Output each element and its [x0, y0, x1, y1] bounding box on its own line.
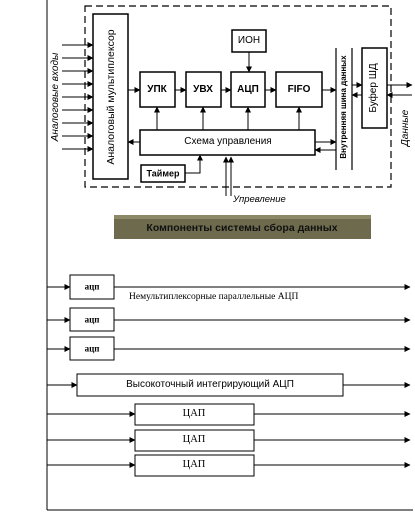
dac-label-1: ЦАП	[182, 407, 206, 419]
control-label: Схема управления	[184, 136, 272, 147]
management-label: Упревление	[233, 194, 286, 205]
caption-text: Компоненты системы сбора данных	[146, 221, 338, 234]
adc-block-2	[69, 307, 115, 332]
adc-short-label-3: ацп	[84, 343, 100, 354]
adc-short-label-1: ацп	[84, 281, 100, 292]
dac-label-2: ЦАП	[182, 433, 206, 445]
upk-label: УПК	[147, 84, 167, 95]
mux-block	[92, 13, 129, 180]
dac-block-1	[134, 403, 255, 426]
buffer-block	[361, 47, 388, 129]
control-block	[139, 129, 316, 156]
adc-label: АЦП	[237, 84, 259, 95]
uvh-label: УВХ	[193, 84, 213, 95]
adc-short-label-2: ацп	[84, 314, 100, 325]
fifo-label: FIFO	[287, 84, 311, 95]
dac-label-3: ЦАП	[182, 458, 206, 470]
mux-label: Аналоговый мультиплексор	[104, 29, 117, 165]
chain-arrows	[127, 52, 413, 196]
dac-block-2	[134, 429, 255, 452]
nonmux-adc-label: Немультиплексорные параллельные АЦП	[129, 292, 299, 302]
integrating-adc-block	[76, 373, 344, 397]
buffer-label: Буфер ШД	[368, 63, 379, 113]
timer-label: Таймер	[146, 168, 180, 179]
analog-inputs-label: Аналоговые входы	[50, 52, 61, 142]
integrating-adc-label: Высокоточный интегрирующий АЦП	[126, 379, 294, 390]
analog-input-arrows	[62, 42, 94, 152]
adc-block-1	[69, 274, 115, 300]
ion-label: ИОН	[237, 35, 261, 46]
caption-banner-highlight	[114, 215, 371, 219]
data-output-label: Данные	[400, 109, 411, 147]
dac-block-3	[134, 454, 255, 477]
upk-block	[139, 71, 176, 108]
adc-block-3	[69, 336, 115, 361]
bottom-lines	[47, 284, 411, 468]
internal-bus-label: Внутренняя шина данных	[339, 55, 348, 159]
